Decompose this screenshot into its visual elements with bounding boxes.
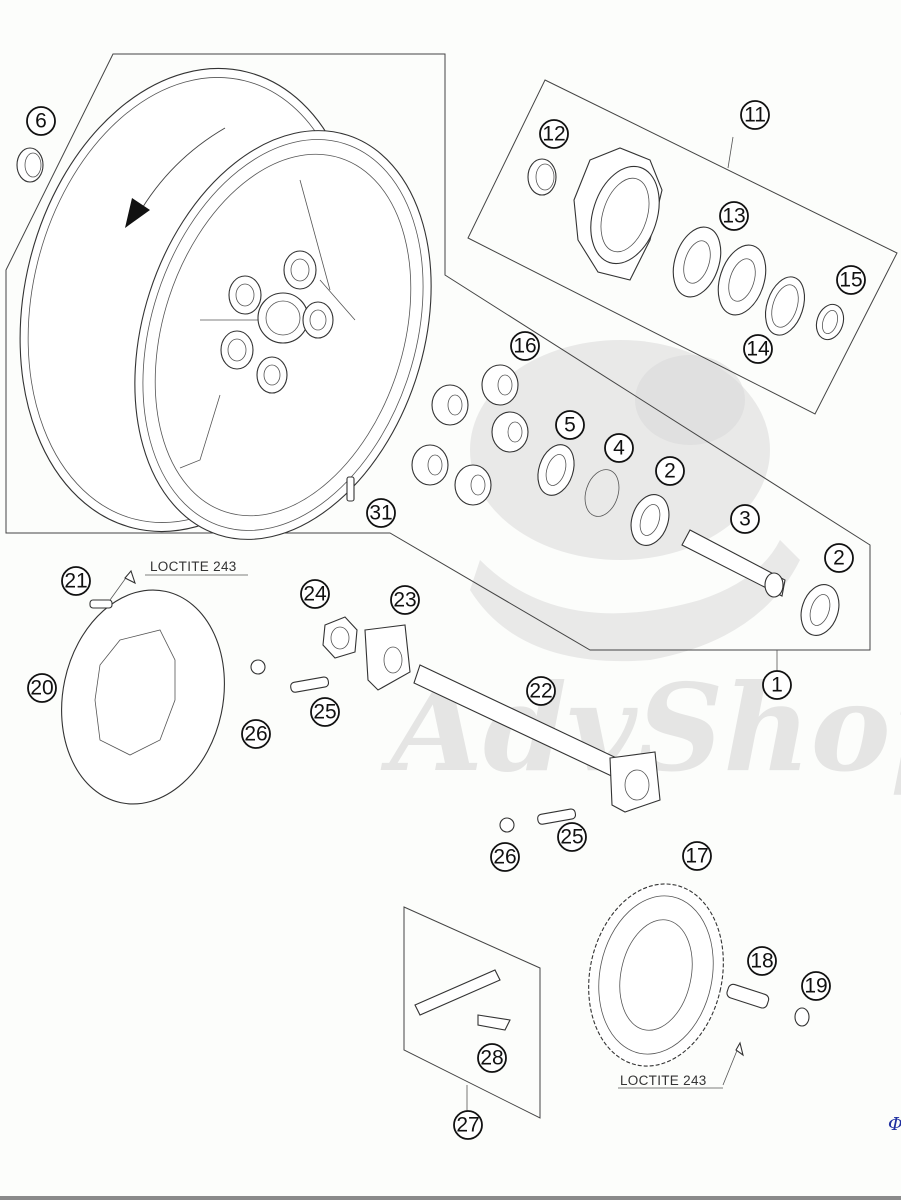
svg-text:19: 19	[804, 975, 827, 998]
part-20-brake-disc	[61, 569, 225, 805]
callout-13: 13	[719, 201, 749, 231]
svg-text:27: 27	[456, 1114, 479, 1137]
svg-text:22: 22	[529, 680, 552, 703]
rear-wheel	[19, 67, 432, 540]
callout-14: 14	[743, 334, 773, 364]
callout-20: 20	[27, 673, 57, 703]
svg-text:3: 3	[739, 508, 751, 531]
part-6-spacer	[16, 147, 44, 183]
svg-text:23: 23	[393, 589, 416, 612]
callout-31: 31	[366, 498, 396, 528]
svg-text:15: 15	[839, 269, 862, 292]
svg-text:6: 6	[35, 110, 47, 133]
svg-text:20: 20	[30, 677, 53, 700]
callout-4: 4	[604, 433, 634, 463]
part-31-valve	[346, 476, 355, 502]
svg-text:2: 2	[833, 547, 845, 570]
callout-1: 1	[762, 670, 792, 700]
callout-22: 22	[526, 676, 556, 706]
callout-11: 11	[740, 100, 770, 130]
callout-26: 26	[490, 842, 520, 872]
axle-parts	[250, 616, 661, 833]
svg-text:2: 2	[664, 460, 676, 483]
bottom-border	[0, 1196, 901, 1200]
svg-text:26: 26	[493, 846, 516, 869]
hub-group-parts	[527, 147, 845, 341]
corner-logo-glyph: Φ	[888, 1114, 901, 1135]
chain-group-frame	[403, 906, 541, 1119]
svg-text:31: 31	[369, 502, 392, 525]
callout-2: 2	[824, 543, 854, 573]
svg-text:24: 24	[303, 583, 327, 606]
svg-text:5: 5	[564, 414, 576, 437]
callout-21: 21	[61, 566, 91, 596]
part-17-sprocket	[588, 883, 810, 1067]
svg-text:17: 17	[685, 845, 708, 868]
callout-27: 27	[453, 1110, 483, 1140]
svg-text:11: 11	[744, 104, 766, 127]
leader-lines	[109, 136, 778, 1112]
svg-text:26: 26	[244, 723, 267, 746]
hub-group-frame	[467, 79, 898, 415]
callout-24: 24	[300, 579, 330, 609]
callout-15: 15	[836, 265, 866, 295]
loctite-note-brake-disc: LOCTITE 243	[150, 559, 237, 574]
callout-23: 23	[390, 585, 420, 615]
callout-17: 17	[682, 841, 712, 871]
callout-25: 25	[557, 822, 587, 852]
svg-text:21: 21	[64, 570, 87, 593]
callout-12: 12	[539, 119, 569, 149]
svg-text:13: 13	[722, 205, 745, 228]
callout-26: 26	[241, 719, 271, 749]
svg-text:12: 12	[542, 123, 565, 146]
loctite-note-sprocket: LOCTITE 243	[620, 1073, 707, 1088]
callout-25: 25	[310, 697, 340, 727]
callout-28: 28	[477, 1043, 507, 1073]
svg-text:18: 18	[750, 950, 773, 973]
callout-2: 2	[655, 456, 685, 486]
svg-text:28: 28	[480, 1047, 503, 1070]
svg-text:4: 4	[613, 437, 625, 460]
callout-19: 19	[801, 971, 831, 1001]
watermark: AdvShop	[380, 340, 901, 799]
wheel-group-frame	[5, 53, 871, 651]
part-27-chain	[414, 969, 511, 1031]
svg-text:1: 1	[771, 674, 783, 697]
callout-16: 16	[510, 331, 540, 361]
callout-5: 5	[555, 410, 585, 440]
callout-6: 6	[26, 106, 56, 136]
callout-3: 3	[730, 504, 760, 534]
bearing-parts	[411, 364, 840, 636]
svg-text:25: 25	[313, 701, 336, 724]
callouts: 1 2 2 3 4 5 6 11 12 13 14 15 16 17 18 19…	[26, 100, 866, 1140]
rotation-arrow-icon	[125, 198, 150, 228]
svg-text:16: 16	[513, 335, 536, 358]
svg-text:14: 14	[746, 338, 770, 361]
callout-18: 18	[747, 946, 777, 976]
svg-text:25: 25	[560, 826, 583, 849]
